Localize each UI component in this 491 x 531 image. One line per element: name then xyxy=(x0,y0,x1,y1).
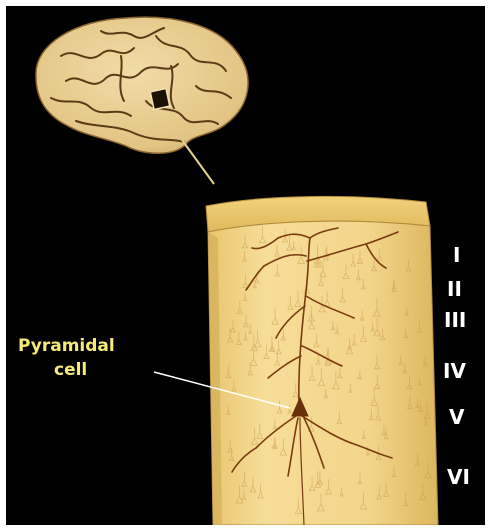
layer-label-ii: II xyxy=(447,277,462,301)
layer-label-i: I xyxy=(453,243,460,267)
layer-label-iii: III xyxy=(444,308,466,332)
pyramidal-label-line1: Pyramidal xyxy=(18,336,115,356)
layer-numerals: IIIIIIIVVVI xyxy=(443,243,470,489)
brain-illustration xyxy=(36,17,248,153)
layer-label-vi: VI xyxy=(447,465,470,489)
layer-label-iv: IV xyxy=(443,359,466,383)
cortex-diagram: Pyramidal cell IIIIIIIVVVI xyxy=(6,6,485,525)
layer-label-v: V xyxy=(449,405,465,429)
cortex-sample-marker xyxy=(150,89,169,110)
pyramidal-label-line2: cell xyxy=(54,360,87,380)
sample-connector-line xyxy=(182,140,214,184)
cortex-block xyxy=(206,196,438,525)
diagram-frame: Pyramidal cell IIIIIIIVVVI xyxy=(6,6,485,525)
